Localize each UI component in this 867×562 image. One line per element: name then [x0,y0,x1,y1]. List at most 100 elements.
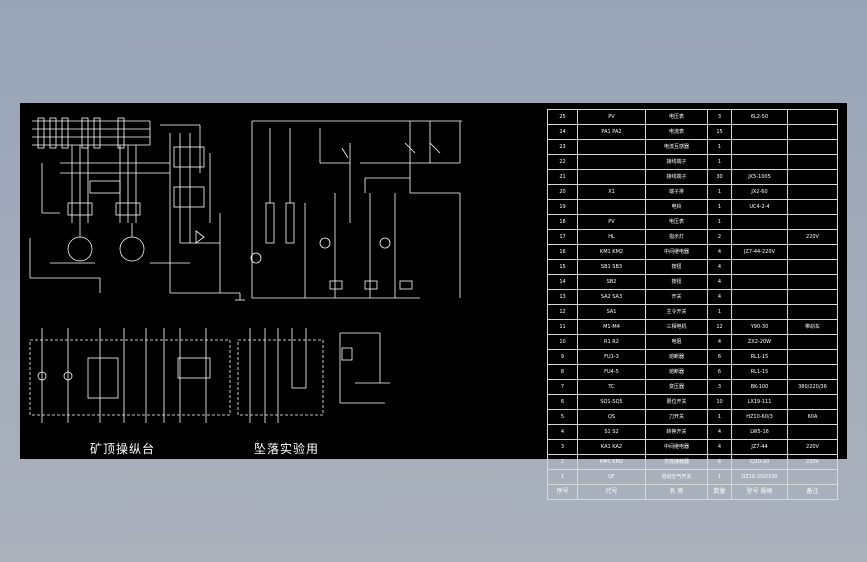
bom-cell-code [577,154,646,170]
bom-cell-no: 6 [547,394,578,410]
bom-cell-note [787,139,838,155]
bom-cell-code: S1 S2 [577,424,646,440]
bom-cell-name: 电压表 [645,214,708,230]
fall-test-box [237,328,324,423]
bom-cell-note [787,334,838,350]
bom-cell-no: 4 [547,424,578,440]
brake-circuit [339,332,390,404]
bom-cell-no: 1 [547,469,578,485]
power-circuit [29,117,245,301]
bom-cell-no: 21 [547,169,578,185]
bom-cell-code: PV [577,109,646,125]
bom-cell-note [787,124,838,140]
bom-cell-model: JX5-1005 [731,169,788,185]
bom-cell-model [731,304,788,320]
bom-cell-no: 22 [547,154,578,170]
bom-cell-name: 指示灯 [645,229,708,245]
bom-cell-qty: 6 [707,349,732,365]
bom-cell-name: 开关 [645,289,708,305]
bom-cell-name: 电阻 [645,334,708,350]
bom-cell-qty: 1 [707,184,732,200]
bom-cell-model: JZ7-44-220V [731,244,788,260]
bom-cell-note [787,184,838,200]
bom-cell-name: 转换开关 [645,424,708,440]
bom-cell-code: X1 [577,184,646,200]
bom-cell-model: JZ7-44 [731,439,788,455]
bom-cell-model: RL1-15 [731,349,788,365]
bom-cell-name: 电流互感器 [645,139,708,155]
bom-cell-note [787,364,838,380]
bom-cell-model: HZ10-60/3 [731,409,788,425]
bom-cell-no: 23 [547,139,578,155]
bom-header-note: 备注 [787,484,838,500]
bom-cell-name: 中间继电器 [645,244,708,260]
bom-cell-note [787,304,838,320]
bom-cell-no: 13 [547,289,578,305]
bom-cell-note [787,274,838,290]
bom-cell-no: 5 [547,409,578,425]
bom-cell-no: 3 [547,439,578,455]
bom-cell-qty: 4 [707,289,732,305]
bom-cell-no: 7 [547,379,578,395]
bom-cell-model: UC4-2-4 [731,199,788,215]
bom-cell-code [577,169,646,185]
bom-cell-note: 220V [787,229,838,245]
bom-cell-model [731,274,788,290]
bom-cell-no: 14 [547,274,578,290]
bom-cell-no: 17 [547,229,578,245]
bom-cell-code [577,139,646,155]
bom-cell-code: QF [577,469,646,485]
bom-cell-model [731,139,788,155]
bom-cell-qty: 4 [707,259,732,275]
bom-cell-code: KA1 KA2 [577,439,646,455]
bom-cell-name: 按钮 [645,259,708,275]
bom-cell-qty: 1 [707,409,732,425]
bom-header-qty: 数量 [707,484,732,500]
bom-cell-qty: 6 [707,454,732,470]
bom-cell-qty: 1 [707,214,732,230]
bom-cell-note [787,424,838,440]
bom-cell-code [577,199,646,215]
bom-cell-no: 10 [547,334,578,350]
bom-cell-code: SQ1-SQ5 [577,394,646,410]
bom-cell-qty: 12 [707,319,732,335]
bom-cell-note [787,289,838,305]
bom-cell-name: 接线端子 [645,169,708,185]
bom-cell-qty: 4 [707,334,732,350]
bom-cell-code: QS [577,409,646,425]
bom-cell-name: 主令开关 [645,304,708,320]
bom-cell-qty: 2 [707,229,732,245]
bom-cell-name: 交流接触器 [645,454,708,470]
bom-cell-qty: 4 [707,424,732,440]
bom-cell-qty: 4 [707,244,732,260]
bom-cell-model [731,229,788,245]
bom-cell-code: M1-M4 [577,319,646,335]
bom-cell-code: SA2 SA3 [577,289,646,305]
bom-cell-qty: 10 [707,394,732,410]
bom-cell-model [731,259,788,275]
bom-cell-note [787,259,838,275]
bom-cell-model [731,214,788,230]
bom-cell-model [731,289,788,305]
bom-cell-name: 刀开关 [645,409,708,425]
bom-cell-note [787,199,838,215]
bom-cell-qty: 30 [707,169,732,185]
bom-cell-note [787,394,838,410]
bom-cell-note: 60A [787,409,838,425]
bom-cell-code: SB1 SB3 [577,259,646,275]
bom-cell-qty: 1 [707,304,732,320]
bom-cell-qty: 1 [707,139,732,155]
bom-cell-code: FU4-5 [577,364,646,380]
bom-cell-model: RL1-15 [731,364,788,380]
